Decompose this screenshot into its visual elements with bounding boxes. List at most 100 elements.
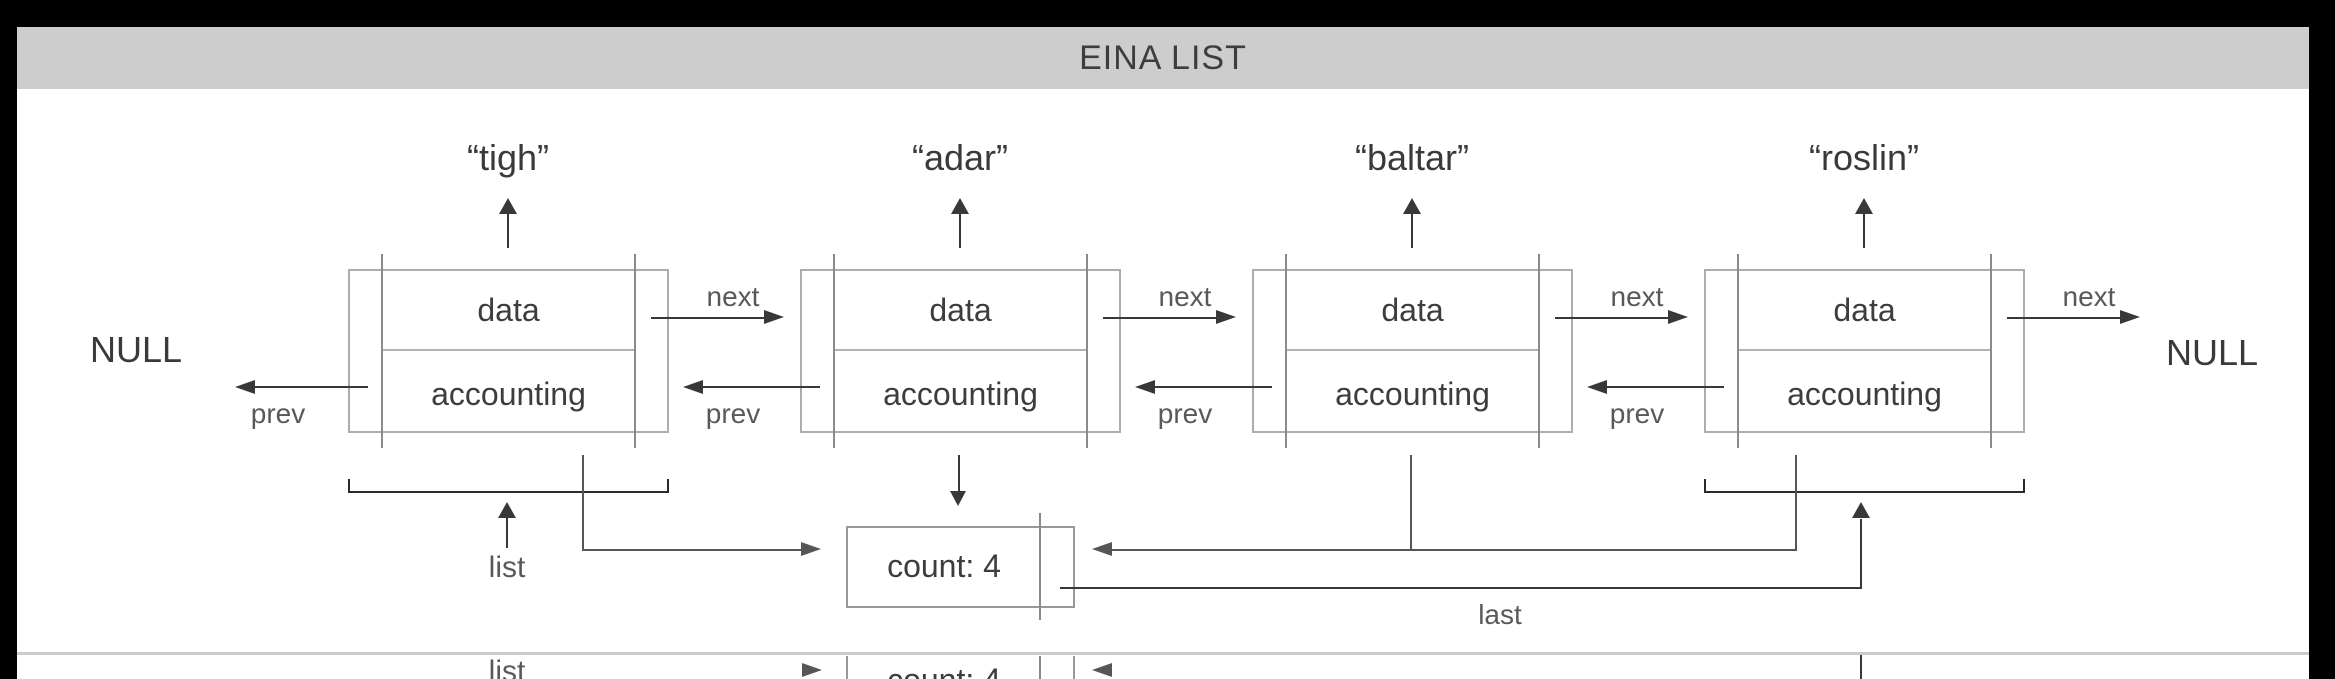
arrowhead (1587, 380, 1607, 394)
string-arrowhead (1403, 198, 1421, 214)
count-box-partial (1073, 656, 1075, 679)
string-arrowhead (499, 198, 517, 214)
node-inner-line-left (1737, 254, 1739, 448)
list-pointer-arrow (506, 516, 508, 548)
node-string-label: “tigh” (466, 137, 550, 178)
string-arrowhead (1855, 198, 1873, 214)
node-inner-line-left (833, 254, 835, 448)
node-box (348, 269, 669, 433)
arrowhead (2120, 310, 2140, 324)
arrowhead (1092, 663, 1112, 677)
prev-pointer-arrow (253, 386, 368, 388)
arrowhead (235, 380, 255, 394)
accounting-link-line (1112, 549, 1797, 551)
node-box (1252, 269, 1573, 433)
string-arrow (959, 213, 961, 248)
node-string-label: “adar” (911, 137, 1009, 178)
prev-pointer-arrow (1153, 386, 1272, 388)
count-box-partial (846, 656, 848, 679)
node-data-cell: data (1833, 292, 1896, 328)
page-title: EINA LIST (1079, 39, 1247, 77)
count-box-inner-line-partial (1039, 656, 1041, 679)
frame-left-border (0, 27, 17, 679)
node-data-cell: data (477, 292, 540, 328)
arrowhead (1216, 310, 1236, 324)
prev-arrow-label: prev (1609, 398, 1665, 429)
string-arrow (1863, 213, 1865, 248)
prev-arrow-label: prev (250, 398, 306, 429)
node-cell-separator (1287, 349, 1538, 351)
accounting-link-line (582, 455, 584, 551)
node-string-label: “baltar” (1354, 137, 1470, 178)
list-node: data accounting (1252, 254, 1573, 448)
next-arrow-label: next (706, 281, 760, 312)
node-data-cell: data (929, 292, 992, 328)
count-box-inner-line (1039, 513, 1041, 620)
count-text: count: 4 (887, 548, 1001, 584)
last-node-bracket (1704, 479, 1706, 493)
title-bar: EINA LIST (17, 27, 2309, 89)
node-accounting-cell: accounting (883, 376, 1038, 412)
prev-arrow-label: prev (705, 398, 761, 429)
arrowhead (683, 380, 703, 394)
arrowhead (1852, 502, 1870, 518)
node-inner-line-right (1086, 254, 1088, 448)
list-node: data accounting (1704, 254, 2025, 448)
null-label-left: NULL (89, 329, 183, 370)
prev-arrow-label: prev (1157, 398, 1213, 429)
first-node-bracket (348, 491, 669, 493)
node-accounting-cell: accounting (1787, 376, 1942, 412)
list-label: list (488, 551, 526, 584)
last-node-bracket (2023, 479, 2025, 493)
next-arrow-label: next (2062, 281, 2116, 312)
list-node: data accounting (800, 254, 1121, 448)
next-arrow-label: next (1158, 281, 1212, 312)
prev-pointer-arrow (1605, 386, 1724, 388)
node-cell-separator (835, 349, 1086, 351)
node-string-label: “roslin” (1808, 137, 1919, 178)
accounting-link-line (1410, 455, 1412, 551)
string-arrow (1411, 213, 1413, 248)
count-box (846, 526, 1075, 608)
arrowhead (498, 502, 516, 518)
next-pointer-arrow (1103, 317, 1218, 319)
last-pointer-arrow-partial (1860, 655, 1862, 679)
list-label-partial: list (488, 655, 526, 679)
count-text-partial: count: 4 (850, 657, 1038, 679)
first-node-bracket (348, 479, 350, 493)
first-node-bracket (667, 479, 669, 493)
last-pointer-arrow (1060, 587, 1862, 589)
node-inner-line-left (1285, 254, 1287, 448)
node-cell-separator (1739, 349, 1990, 351)
node-inner-line-right (1538, 254, 1540, 448)
last-label: last (1478, 599, 1522, 630)
accounting-link-line (1795, 455, 1797, 551)
arrowhead (801, 542, 821, 556)
arrowhead (950, 491, 966, 506)
accounting-link-line (958, 455, 960, 493)
arrowhead (1668, 310, 1688, 324)
string-arrow (507, 213, 509, 248)
frame-top-border (0, 0, 2335, 27)
node-data-cell: data (1381, 292, 1444, 328)
node-inner-line-right (634, 254, 636, 448)
content-divider (17, 652, 2309, 655)
arrowhead (802, 663, 822, 677)
list-node: data accounting (348, 254, 669, 448)
accounting-link-line (582, 549, 803, 551)
next-pointer-arrow (2007, 317, 2122, 319)
frame-right-border (2309, 27, 2335, 679)
null-label-right: NULL (2165, 332, 2259, 373)
node-accounting-cell: accounting (431, 376, 586, 412)
arrowhead (764, 310, 784, 324)
node-cell-separator (383, 349, 634, 351)
node-accounting-cell: accounting (1335, 376, 1490, 412)
node-inner-line-right (1990, 254, 1992, 448)
next-arrow-label: next (1610, 281, 1664, 312)
next-pointer-arrow (651, 317, 766, 319)
arrowhead (1135, 380, 1155, 394)
node-box (800, 269, 1121, 433)
node-inner-line-left (381, 254, 383, 448)
node-box (1704, 269, 2025, 433)
